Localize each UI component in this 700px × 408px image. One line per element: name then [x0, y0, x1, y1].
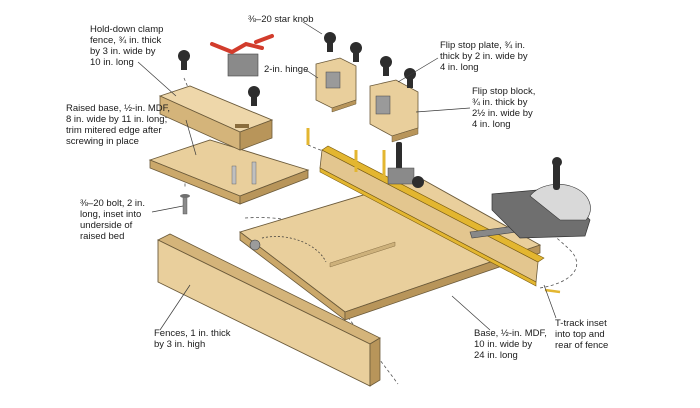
- hold-down-clamp-callout: Hold-down clamp fence, ¾ in. thick by 3 …: [90, 24, 164, 68]
- star-knob-callout: ⅜–20 star knob: [248, 14, 314, 25]
- flip-stop-block: [369, 56, 419, 143]
- hold-down-clamp-fence: [158, 50, 274, 151]
- leader-lines: [137, 21, 557, 331]
- flip-stop-block-callout: Flip stop block, ¾ in. thick by 2½ in. w…: [472, 86, 536, 130]
- base-panel: [239, 177, 542, 321]
- base-callout: Base, ½-in. MDF, 10 in. wide by 24 in. l…: [474, 328, 547, 361]
- fence-clamps: [306, 128, 561, 294]
- miter-gauge: [491, 157, 591, 239]
- flip-stop-plate-callout: Flip stop plate, ¾ in. thick by 2 in. wi…: [440, 40, 528, 73]
- fences-callout: Fences, 1 in. thick by 3 in. high: [154, 328, 231, 350]
- bolt: [180, 194, 190, 215]
- bolt-callout: ⅜–20 bolt, 2 in. long, inset into unders…: [80, 198, 145, 242]
- t-track-callout: T-track inset into top and rear of fence: [555, 318, 609, 351]
- flip-stop-plate: [315, 32, 362, 113]
- loose-fence-board: [157, 233, 381, 387]
- hinge-callout: 2-in. hinge: [264, 64, 309, 75]
- toggle-clamp: [210, 34, 274, 77]
- raised-base: [148, 139, 310, 205]
- raised-base-callout: Raised base, ½-in. MDF, 8 in. wide by 11…: [66, 103, 171, 147]
